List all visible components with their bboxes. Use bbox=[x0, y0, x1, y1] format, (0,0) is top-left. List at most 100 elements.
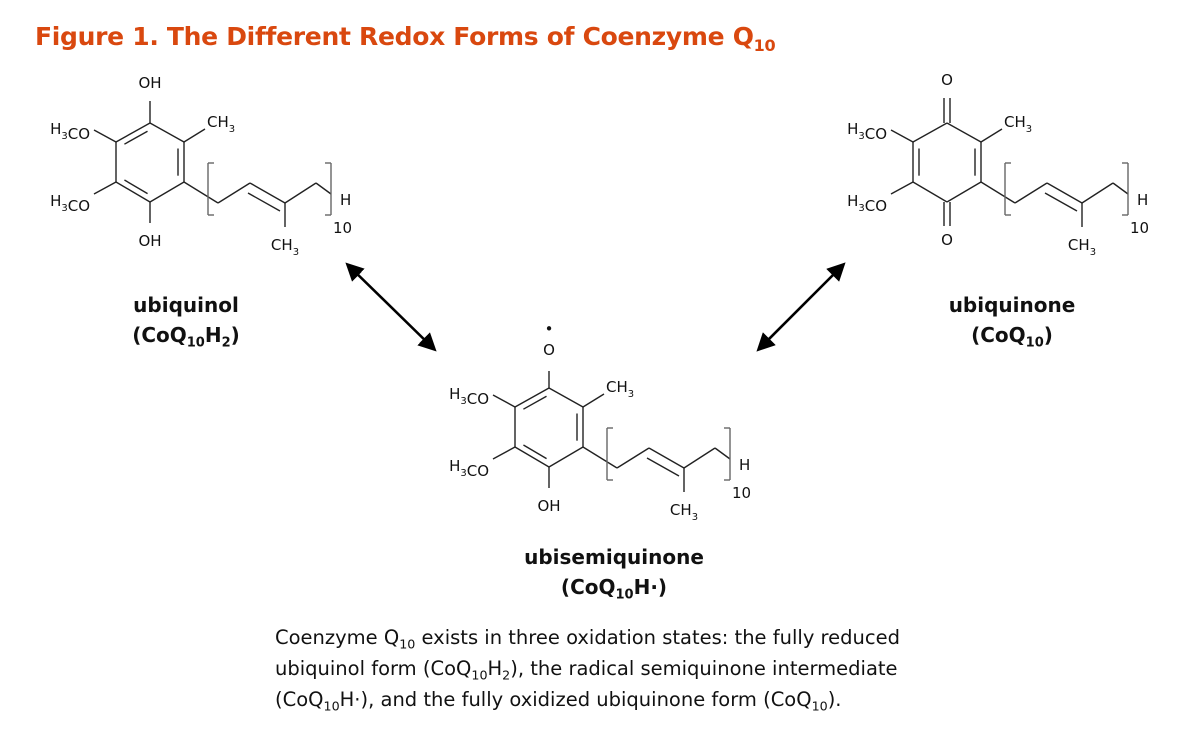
title-subscript: 10 bbox=[753, 36, 776, 55]
oxygen-radical-label: O bbox=[543, 341, 555, 359]
bond bbox=[648, 447, 685, 469]
ring-bond bbox=[115, 181, 151, 203]
methyl-label: CH3 bbox=[207, 113, 235, 135]
methoxy-label: H3CO bbox=[449, 385, 489, 408]
bond bbox=[284, 182, 317, 204]
molecule-formula: (CoQ10H2) bbox=[132, 320, 240, 350]
hydroxyl-label: OH bbox=[138, 74, 161, 92]
bond bbox=[980, 128, 1003, 143]
double-bond-inner bbox=[124, 130, 148, 145]
bond bbox=[93, 129, 117, 143]
text-segment: (CoQ bbox=[971, 323, 1026, 347]
hydroxyl-label: OH bbox=[138, 232, 161, 250]
text-segment: H·), and the fully oxidized ubiquinone f… bbox=[339, 688, 812, 711]
methyl-label: CH3 bbox=[1068, 236, 1096, 258]
methoxy-label: H3CO bbox=[50, 192, 90, 215]
bond bbox=[315, 182, 332, 195]
figure-title: Figure 1. The Different Redox Forms of C… bbox=[35, 22, 776, 55]
bond bbox=[714, 447, 731, 460]
ubisemiquinone-label: ubisemiquinone (CoQ10H·) bbox=[524, 542, 704, 602]
text-segment: ) bbox=[230, 323, 240, 347]
bond bbox=[890, 129, 914, 143]
bond bbox=[217, 182, 251, 204]
ring-bond bbox=[912, 122, 948, 143]
ring-bond bbox=[115, 122, 151, 143]
methyl-label: CH3 bbox=[606, 378, 634, 400]
molecule-name: ubiquinol bbox=[133, 293, 239, 317]
bond bbox=[582, 393, 605, 408]
molecule-name: ubisemiquinone bbox=[524, 545, 704, 569]
bond bbox=[616, 447, 650, 469]
text-segment: (CoQ bbox=[132, 323, 187, 347]
subscript: 10 bbox=[471, 667, 488, 683]
bond bbox=[582, 446, 618, 469]
ring-bond bbox=[514, 387, 550, 408]
ring-bond bbox=[149, 122, 185, 143]
ring-bond bbox=[912, 181, 948, 203]
subscript: 10 bbox=[399, 636, 416, 652]
ubiquinol-label: ubiquinol (CoQ10H2) bbox=[132, 290, 240, 350]
bond bbox=[249, 182, 286, 204]
double-bond-inner bbox=[1044, 192, 1078, 212]
bond bbox=[890, 181, 914, 195]
hydroxyl-label: OH bbox=[537, 497, 560, 515]
subscript: 10 bbox=[186, 335, 205, 351]
terminal-hydrogen-label: H bbox=[1137, 191, 1148, 209]
methyl-label: CH3 bbox=[271, 236, 299, 258]
oxygen-label: O bbox=[941, 71, 953, 89]
double-bond-inner bbox=[124, 179, 148, 195]
text-segment: exists in three oxidation states: the fu… bbox=[275, 626, 900, 680]
subscript: 10 bbox=[1025, 335, 1044, 351]
ring-bond bbox=[548, 446, 584, 468]
repeat-count-label: 10 bbox=[732, 484, 751, 502]
terminal-hydrogen-label: H bbox=[340, 191, 351, 209]
bond bbox=[183, 128, 206, 143]
bond bbox=[492, 446, 516, 460]
bond bbox=[1014, 182, 1048, 204]
text-segment: ). bbox=[827, 688, 842, 711]
figure-caption: Coenzyme Q10 exists in three oxidation s… bbox=[275, 622, 935, 715]
methoxy-label: H3CO bbox=[449, 457, 489, 480]
text-segment: Coenzyme Q bbox=[275, 626, 400, 649]
subscript: 10 bbox=[323, 698, 340, 714]
ring-bond bbox=[514, 446, 550, 468]
double-bond-inner bbox=[247, 192, 281, 212]
methoxy-label: H3CO bbox=[847, 192, 887, 215]
bond bbox=[1112, 182, 1129, 195]
ring-bond bbox=[946, 181, 982, 203]
repeat-count-label: 10 bbox=[1130, 219, 1149, 237]
methyl-label: CH3 bbox=[1004, 113, 1032, 135]
text-segment: ) bbox=[1043, 323, 1053, 347]
double-bond-inner bbox=[646, 457, 680, 477]
equilibrium-arrow-left bbox=[345, 262, 437, 352]
text-segment: (CoQ bbox=[560, 575, 616, 599]
terminal-hydrogen-label: H bbox=[739, 456, 750, 474]
ring-bond bbox=[149, 181, 185, 203]
text-segment: ), the radical semiquinone intermediate … bbox=[275, 657, 898, 711]
molecule-formula: (CoQ10) bbox=[949, 320, 1076, 350]
bond bbox=[1081, 182, 1114, 204]
radical-dot: • bbox=[545, 320, 554, 338]
methoxy-label: H3CO bbox=[50, 120, 90, 143]
repeat-count-label: 10 bbox=[333, 219, 352, 237]
molecule-name: ubiquinone bbox=[948, 293, 1076, 317]
text-segment: H·) bbox=[633, 575, 668, 599]
molecule-formula: (CoQ10H·) bbox=[524, 572, 704, 602]
methoxy-label: H3CO bbox=[847, 120, 887, 143]
subscript: 2 bbox=[502, 667, 511, 683]
subscript: 2 bbox=[221, 335, 231, 351]
ring-bond bbox=[548, 387, 584, 408]
bond bbox=[183, 181, 219, 204]
bond bbox=[93, 181, 117, 195]
equilibrium-arrow-right bbox=[756, 262, 846, 352]
double-bond-inner bbox=[523, 444, 547, 460]
ring-bond bbox=[946, 122, 982, 143]
text-segment: H bbox=[487, 657, 503, 680]
subscript: 10 bbox=[615, 587, 634, 603]
methyl-label: CH3 bbox=[670, 501, 698, 523]
subscript: 10 bbox=[811, 698, 828, 714]
double-bond-inner bbox=[523, 395, 547, 410]
